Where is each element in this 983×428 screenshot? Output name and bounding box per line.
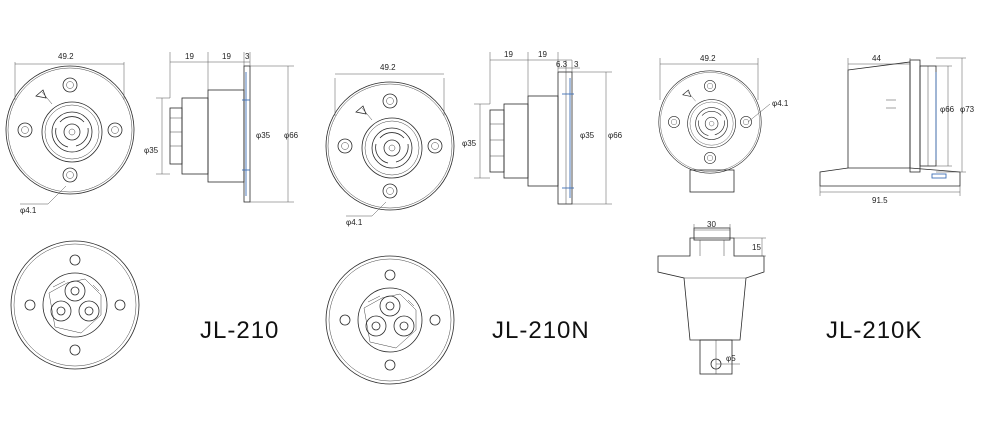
jl210k-front-view: 49.2 φ4.1 [658,54,789,193]
jl210-side-view: 19 19 3 φ35 φ35 φ66 [144,52,299,203]
jl210n-flange-dia-dim: φ66 [608,131,623,140]
jl210n-inner-dia-dim: φ35 [580,131,595,140]
jl210k-top-hole-dim: φ5 [726,354,736,363]
jl210n-back-view [325,255,455,385]
jl210-seg-c-dim: 3 [245,52,250,61]
jl210n-model-label: JL-210N [492,317,590,344]
jl210k-hole-dim: φ4.1 [772,99,789,108]
jl210-body-dia-dim: φ35 [144,146,159,155]
jl210n-hole-dim: φ4.1 [346,218,363,227]
jl210k-flange-dia-dim: φ73 [960,105,975,114]
jl210-hole-dim: φ4.1 [20,206,37,215]
jl210-seg-b-dim: 19 [222,52,231,61]
jl210n-seg-b-dim: 19 [538,50,547,59]
jl210n-body-dia-dim: φ35 [462,139,477,148]
jl210k-base-len-dim: 91.5 [872,196,888,205]
jl210-front-view: 49.2 φ4.1 [5,52,135,215]
jl210-width-dim: 49.2 [58,52,74,61]
jl210k-inner-dia-dim: φ66 [940,105,955,114]
jl210n-seg-d-dim: 3 [574,60,579,69]
jl210k-width-dim: 49.2 [700,54,716,63]
jl210k-depth-dim: 44 [872,54,881,63]
jl210k-top-view: 30 15 φ5 [657,220,766,375]
jl210n-width-dim: 49.2 [380,63,396,72]
jl210n-front-view: 49.2 φ4.1 [325,63,455,227]
jl210k-top-width-dim: 30 [707,220,716,229]
jl210k-top-height-dim: 15 [752,243,761,252]
jl210k-side-view: 44 91.5 φ66 φ73 [819,54,975,205]
jl210-model-label: JL-210 [200,317,279,344]
jl210-flange-dia-dim: φ66 [284,131,299,140]
jl210n-seg-c-dim: 6.3 [556,60,568,69]
jl210-inner-dia-dim: φ35 [256,131,271,140]
jl210-back-view [10,240,140,370]
jl210k-model-label: JL-210K [826,317,922,344]
jl210n-seg-a-dim: 19 [504,50,513,59]
jl210-seg-a-dim: 19 [185,52,194,61]
jl210n-side-view: 19 19 6.3 3 φ35 φ35 φ66 [462,50,623,205]
